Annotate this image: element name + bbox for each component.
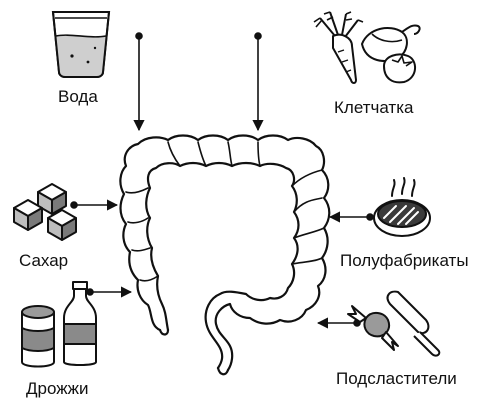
- candy-and-popsicle-icon: [347, 290, 441, 357]
- sugar-cubes-icon: [13, 183, 77, 241]
- grilled-steak-icon: [373, 177, 431, 237]
- label-sweeteners: Подсластители: [336, 369, 457, 388]
- vegetables-icon: [313, 11, 421, 84]
- colon-illustration: [119, 134, 331, 376]
- arrow-processed-food: [328, 211, 374, 223]
- arrow-sweeteners: [316, 317, 361, 329]
- label-fiber: Клетчатка: [334, 98, 414, 117]
- arrow-fiber: [252, 32, 264, 132]
- label-processed-food: Полуфабрикаты: [340, 251, 469, 270]
- arrow-sugar: [70, 199, 119, 211]
- can-and-bottle-icon: [21, 281, 97, 368]
- label-yeast: Дрожжи: [26, 379, 89, 398]
- label-sugar: Сахар: [19, 251, 69, 270]
- arrow-water: [133, 32, 145, 132]
- arrow-yeast: [86, 286, 133, 298]
- glass-of-water-icon: [51, 11, 111, 78]
- label-water: Вода: [58, 87, 98, 106]
